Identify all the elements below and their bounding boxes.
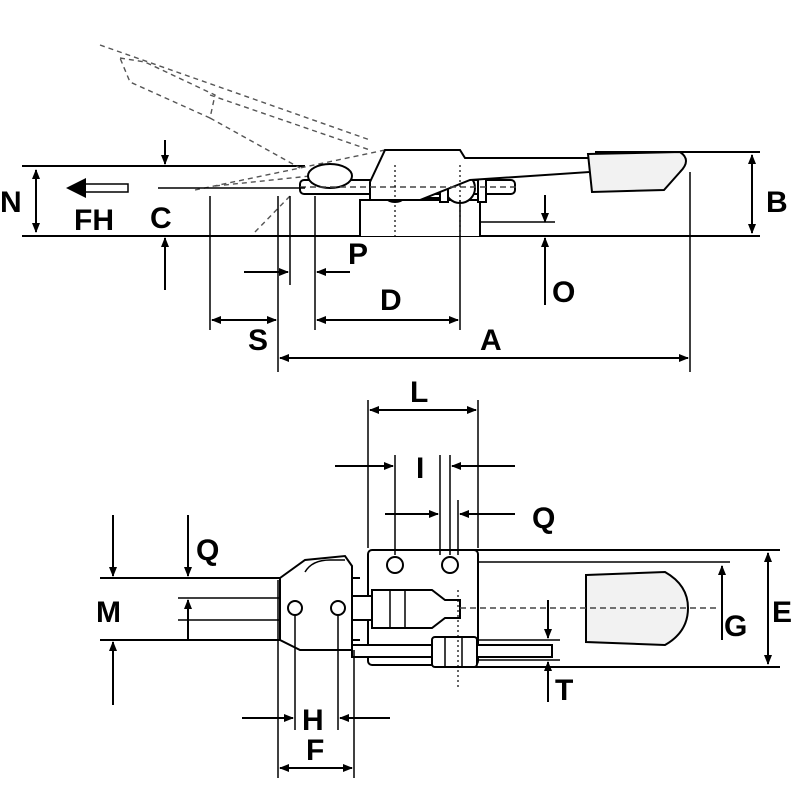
ghost-handle-open: [99, 44, 386, 233]
clamp-body-top: [279, 549, 720, 690]
label-B: B: [766, 186, 788, 219]
top-view: L I Q Q M E G T H F: [96, 376, 792, 778]
label-S: S: [248, 324, 268, 357]
force-arrow-fh: [66, 178, 129, 198]
label-P: P: [348, 238, 368, 271]
label-F: F: [306, 734, 324, 767]
label-I: I: [416, 452, 424, 485]
label-M: M: [96, 596, 121, 629]
label-A: A: [480, 324, 502, 357]
side-view: N FH C B O P S D: [0, 44, 788, 372]
label-G: G: [724, 610, 747, 643]
label-E: E: [772, 596, 792, 629]
label-O: O: [552, 276, 575, 309]
label-L: L: [410, 376, 428, 409]
label-T: T: [555, 674, 573, 707]
label-C: C: [150, 202, 172, 235]
label-N: N: [0, 186, 22, 219]
label-FH: FH: [74, 204, 114, 237]
label-H: H: [302, 704, 324, 737]
label-Q-left: Q: [196, 534, 219, 567]
label-D: D: [380, 284, 402, 317]
label-Q-right: Q: [532, 502, 555, 535]
clamp-body-side: [299, 149, 687, 236]
